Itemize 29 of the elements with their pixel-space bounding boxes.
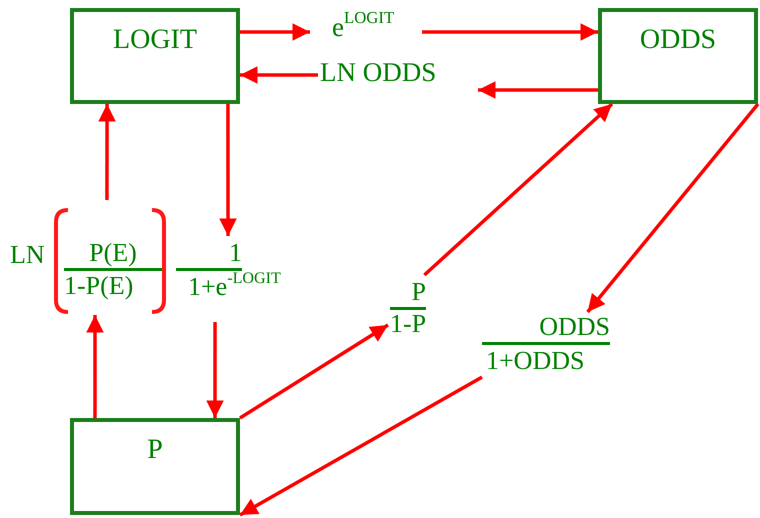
arrow — [206, 322, 224, 418]
fraction-denominator: 1+ODDS — [486, 346, 584, 376]
arrow — [239, 324, 389, 420]
fraction-denominator: 1+e$^{-LOGIT}$ — [188, 272, 281, 303]
arrow — [240, 66, 318, 84]
fraction-numerator: 1 — [176, 238, 242, 271]
process-box — [598, 8, 758, 104]
arrow — [98, 104, 116, 200]
arrow — [478, 81, 598, 99]
process-box — [70, 418, 240, 515]
arrow — [422, 23, 598, 41]
fraction-numerator: P — [390, 277, 426, 310]
fraction-denominator: 1-P — [390, 309, 426, 339]
function-label: LN — [10, 240, 45, 270]
arrow — [219, 104, 237, 236]
formula-text: e$^{LOGIT}$ — [310, 10, 422, 50]
arrow — [86, 315, 104, 418]
fraction-numerator: P(E) — [64, 238, 162, 271]
box-label: P — [146, 434, 164, 466]
fraction-numerator: ODDS — [482, 312, 610, 345]
box-label: ODDS — [638, 24, 718, 56]
arrow — [239, 376, 483, 517]
box-label: LOGIT — [112, 24, 198, 56]
arrow — [423, 102, 614, 276]
arrow — [240, 23, 310, 41]
arrow — [586, 102, 760, 314]
process-box — [70, 8, 240, 104]
fraction-denominator: 1-P(E) — [64, 271, 134, 301]
formula-text: LN ODDS — [318, 55, 478, 91]
